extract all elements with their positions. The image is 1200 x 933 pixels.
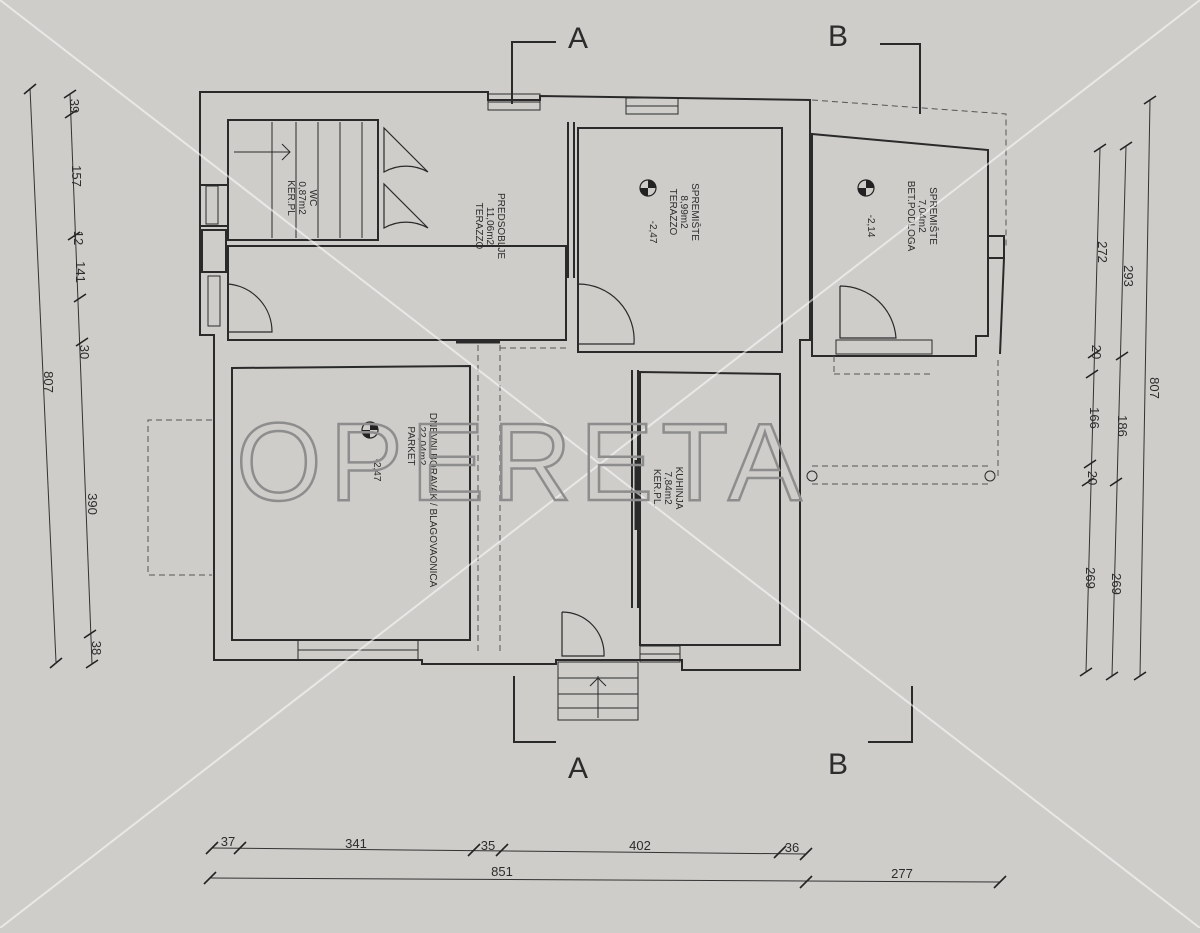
- section-label-b-bottom: B: [828, 748, 848, 781]
- dimension-ticks: [23, 83, 1157, 889]
- room-label-kuhinja: KUHINJA 7,84m2 KER.PL.: [651, 467, 684, 510]
- room-label-spremiste-1: SPREMIŠTE 8,99m2 TERAZZO: [667, 183, 702, 241]
- svg-text:807: 807: [1147, 377, 1162, 399]
- section-label-a-top: A: [568, 22, 588, 55]
- svg-text:37: 37: [221, 834, 235, 849]
- svg-text:KER.PL.: KER.PL.: [651, 469, 662, 507]
- svg-text:269: 269: [1083, 567, 1098, 589]
- svg-text:341: 341: [345, 836, 367, 851]
- dims-left: 39 157 12 141 30 390 38 807: [41, 99, 104, 655]
- svg-text:402: 402: [629, 838, 651, 853]
- svg-text:157: 157: [69, 165, 84, 187]
- stairs: [234, 122, 639, 721]
- svg-text:SPREMIŠTE: SPREMIŠTE: [927, 187, 940, 245]
- room-label-wc: WC 0,87m2 KER.PL: [285, 180, 318, 216]
- svg-text:KUHINJA: KUHINJA: [673, 467, 684, 510]
- svg-text:PARKET: PARKET: [405, 426, 416, 465]
- svg-text:TERAZZO: TERAZZO: [473, 203, 484, 250]
- dashed-outlines: [147, 99, 1007, 655]
- svg-text:277: 277: [891, 866, 913, 881]
- svg-text:WC: WC: [307, 190, 318, 207]
- doors: [227, 126, 897, 657]
- svg-text:293: 293: [1121, 265, 1136, 287]
- svg-text:36: 36: [785, 840, 799, 855]
- svg-text:186: 186: [1115, 415, 1130, 437]
- svg-text:35: 35: [481, 838, 495, 853]
- svg-text:269: 269: [1109, 573, 1124, 595]
- svg-text:SPREMIŠTE: SPREMIŠTE: [689, 183, 702, 241]
- room-label-dnevni: DNEVNI BORAVAK / BLAGOVAONICA 22,04m2 PA…: [405, 413, 438, 588]
- level-spremiste-1: -2,47: [647, 221, 658, 244]
- svg-text:807: 807: [41, 371, 56, 393]
- svg-text:11,06m2: 11,06m2: [484, 207, 495, 246]
- watermark-text: OPERETA: [236, 401, 810, 524]
- section-label-b-top: B: [828, 20, 848, 53]
- svg-text:0,87m2: 0,87m2: [296, 181, 307, 215]
- dims-bottom: 37 341 35 402 36 851 277: [221, 834, 913, 881]
- svg-text:30: 30: [77, 345, 92, 359]
- svg-text:7,84m2: 7,84m2: [662, 471, 673, 505]
- svg-text:12: 12: [71, 231, 86, 245]
- walls: [199, 91, 1005, 671]
- svg-text:272: 272: [1095, 241, 1110, 263]
- room-label-predsoblje: PREDSOBLJE 11,06m2 TERAZZO: [473, 193, 506, 259]
- level-spremiste-2: -2,14: [865, 215, 876, 238]
- svg-text:TERAZZO: TERAZZO: [667, 189, 678, 236]
- svg-text:20: 20: [1089, 345, 1104, 359]
- svg-text:PREDSOBLJE: PREDSOBLJE: [495, 193, 506, 259]
- dims-right: 272 20 166 20 269 293 186 269 807: [1083, 241, 1162, 595]
- svg-text:8,99m2: 8,99m2: [678, 195, 689, 229]
- svg-text:38: 38: [89, 641, 104, 655]
- column-marker: [806, 470, 818, 482]
- svg-text:BET.PODLOGA: BET.PODLOGA: [905, 181, 916, 252]
- svg-text:39: 39: [67, 99, 82, 113]
- svg-text:851: 851: [491, 864, 513, 879]
- room-label-spremiste-2: SPREMIŠTE 7,04m2 BET.PODLOGA: [905, 181, 940, 252]
- svg-text:141: 141: [73, 261, 88, 283]
- svg-text:22,04m2: 22,04m2: [416, 427, 427, 466]
- dimension-lines: [29, 87, 1151, 883]
- svg-text:KER.PL: KER.PL: [285, 180, 296, 216]
- level-dnevni: -2,47: [371, 459, 382, 482]
- svg-text:DNEVNI BORAVAK / BLAGOVAONICA: DNEVNI BORAVAK / BLAGOVAONICA: [427, 413, 438, 588]
- column-marker: [984, 470, 996, 482]
- level-markers: [361, 179, 875, 439]
- svg-text:166: 166: [1087, 407, 1102, 429]
- section-label-a-bottom: A: [568, 752, 588, 785]
- svg-text:20: 20: [1085, 471, 1100, 485]
- svg-text:390: 390: [85, 493, 100, 515]
